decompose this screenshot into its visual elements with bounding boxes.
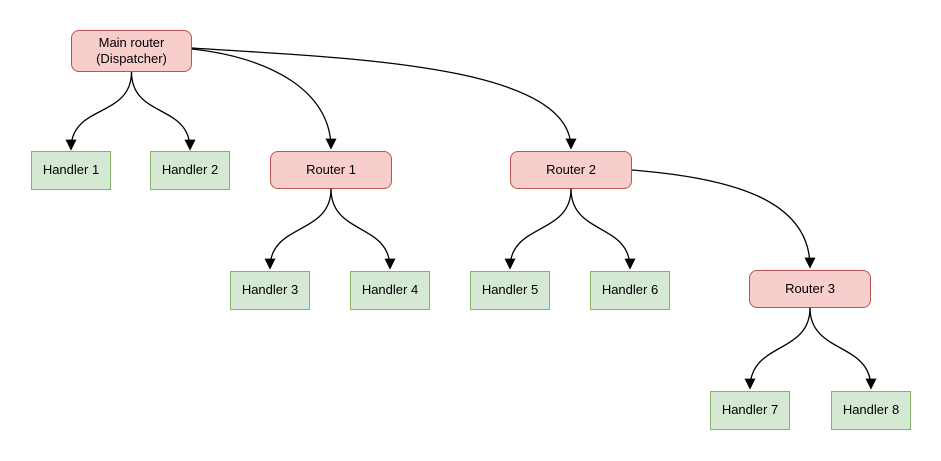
node-handler-3: Handler 3 bbox=[230, 271, 310, 310]
edge-router-3-to-handler-7 bbox=[744, 307, 811, 390]
edge-router-2-to-handler-5 bbox=[504, 188, 572, 270]
edge-main-router-to-handler-1 bbox=[65, 71, 133, 151]
node-main-router: Main router (Dispatcher) bbox=[71, 30, 192, 72]
node-handler-4: Handler 4 bbox=[350, 271, 430, 310]
node-handler-7: Handler 7 bbox=[710, 391, 790, 430]
edge-router-3-to-handler-8 bbox=[809, 307, 877, 390]
node-router-1: Router 1 bbox=[270, 151, 392, 189]
edge-router-2-to-handler-6 bbox=[570, 188, 636, 270]
edge-main-router-to-handler-2 bbox=[130, 71, 196, 151]
edge-router-2-to-router-3 bbox=[631, 169, 816, 269]
edge-router-1-to-handler-4 bbox=[330, 188, 396, 270]
node-handler-6: Handler 6 bbox=[590, 271, 670, 310]
node-handler-8: Handler 8 bbox=[831, 391, 911, 430]
node-router-2: Router 2 bbox=[510, 151, 632, 189]
node-handler-1: Handler 1 bbox=[31, 151, 111, 190]
edge-main-router-to-router-1 bbox=[191, 48, 337, 150]
edge-main-router-to-router-2 bbox=[191, 47, 577, 150]
node-handler-5: Handler 5 bbox=[470, 271, 550, 310]
node-handler-2: Handler 2 bbox=[150, 151, 230, 190]
node-router-3: Router 3 bbox=[749, 270, 871, 308]
edge-router-1-to-handler-3 bbox=[264, 188, 332, 270]
